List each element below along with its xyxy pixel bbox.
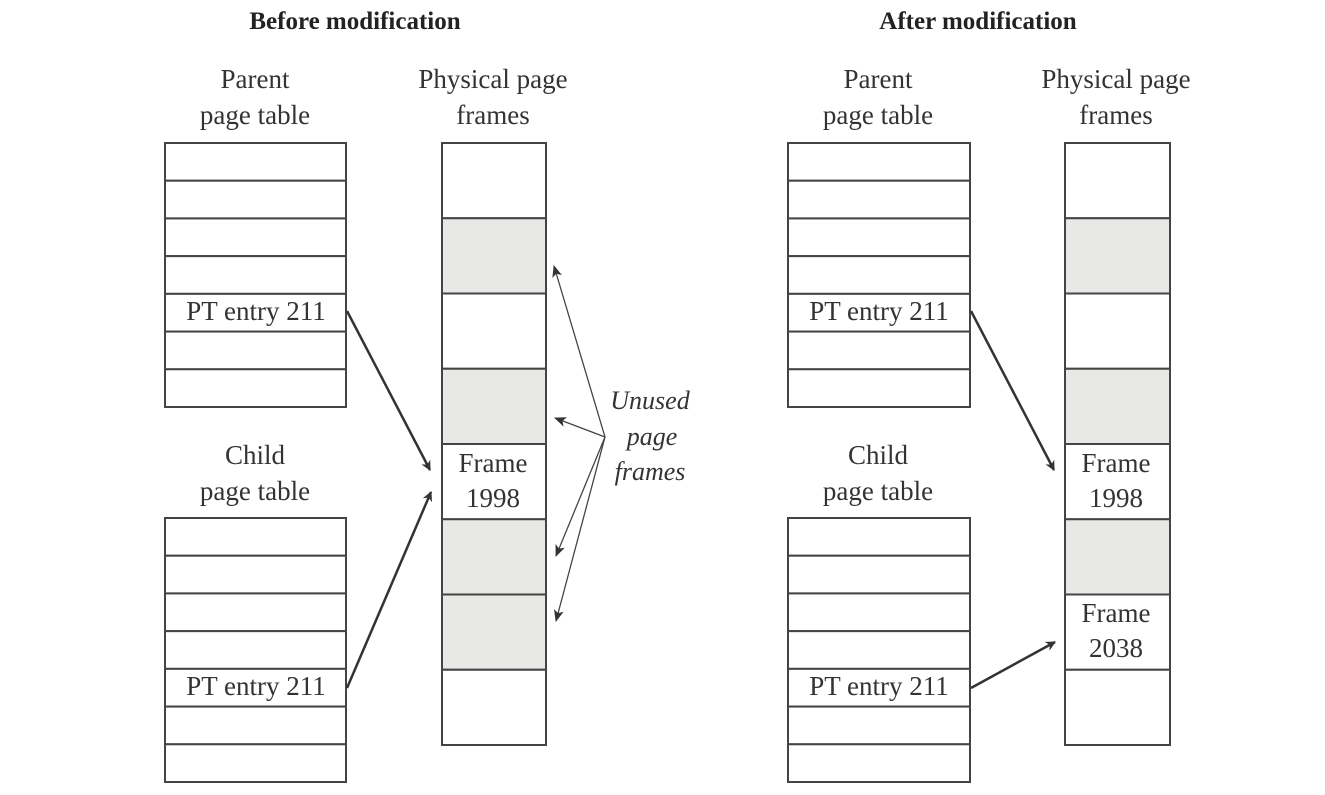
page-table-entry [164,517,347,557]
page-table-entry [787,292,971,333]
unused-label-line1: Unused [610,386,690,415]
page-table-entry [787,217,971,258]
page-table-entry [164,179,347,220]
frame-2038-line1: Frame [1082,598,1151,628]
page-table-entry [164,330,347,371]
unused-label-line3: frames [615,457,686,486]
child-page-table [787,517,971,783]
physical-page-frames [1064,142,1171,746]
page-frame [441,142,547,220]
frame-1998-line1: Frame [459,448,528,478]
unused-arrow [555,436,606,557]
page-table-entry [164,368,347,408]
child-label-line2: page table [823,476,933,506]
page-table-entry [787,554,971,595]
page-frame [1064,593,1171,671]
parent-page-table [164,142,347,408]
page-table-entry [164,142,347,182]
frames-label-line1: Physical page [1041,64,1190,94]
page-table-entry [164,592,347,633]
page-table-entry [164,292,347,333]
parent-to-frame-1998-arrow [969,310,1056,471]
parent-page-table [787,142,971,408]
page-table-entry [787,142,971,182]
page-table-entry [164,667,347,708]
child-to-frame-arrow [345,491,433,689]
parent-label-line1: Parent [844,64,913,94]
parent-pt-entry: PT entry 211 [186,296,326,326]
page-table-entry [787,255,971,295]
before-title: Before modification [249,8,460,35]
child-label-line2: page table [200,476,310,506]
unused-arrow [554,417,606,438]
page-table-entry [164,630,347,670]
parent-pt-entry: PT entry 211 [809,296,949,326]
page-table-entry [164,255,347,295]
parent-label-line2: page table [823,100,933,130]
parent-to-frame-arrow [345,310,432,471]
after-panel: After modification Parent page table Phy… [787,8,1191,783]
parent-label-line2: page table [200,100,310,130]
page-table-entry [787,517,971,557]
before-panel: Before modification Parent page table Ph… [164,8,691,783]
page-table-entry [787,592,971,633]
page-table-entry [164,554,347,595]
unused-arrow [552,265,606,438]
page-frame [441,367,547,445]
after-title: After modification [879,8,1077,35]
page-table-entry [787,330,971,371]
page-frame [1064,217,1171,295]
page-table-entry [787,705,971,746]
page-frame [441,217,547,295]
page-frame [1064,292,1171,370]
frame-1998-line1: Frame [1082,448,1151,478]
frame-1998-line2: 1998 [1089,483,1143,513]
page-table-entry [164,705,347,746]
child-pt-entry: PT entry 211 [186,671,326,701]
child-page-table [164,517,347,783]
parent-label-line1: Parent [221,64,290,94]
unused-arrow [553,436,606,622]
page-table-entry [787,630,971,670]
child-pt-entry: PT entry 211 [809,671,949,701]
child-to-frame-2038-arrow [970,640,1056,690]
page-frame [1064,443,1171,521]
page-frame [1064,367,1171,445]
frame-1998-line2: 1998 [466,483,520,513]
page-frame [1064,142,1171,220]
child-label-line1: Child [225,440,286,470]
page-table-entry [787,179,971,220]
frames-label-line2: frames [1079,100,1152,130]
page-frame [441,593,547,671]
page-table-entry [787,368,971,408]
frames-label-line2: frames [456,100,529,130]
page-frame [1064,518,1171,596]
page-frame [441,668,547,746]
page-frame [1064,668,1171,746]
page-table-entry [164,743,347,783]
child-label-line1: Child [848,440,909,470]
physical-page-frames [441,142,547,746]
frame-2038-line2: 2038 [1089,633,1143,663]
page-frame [441,292,547,370]
unused-label-line2: page [625,422,678,451]
page-frame [441,518,547,596]
page-table-entry [787,743,971,783]
page-table-entry [164,217,347,258]
frames-label-line1: Physical page [418,64,567,94]
